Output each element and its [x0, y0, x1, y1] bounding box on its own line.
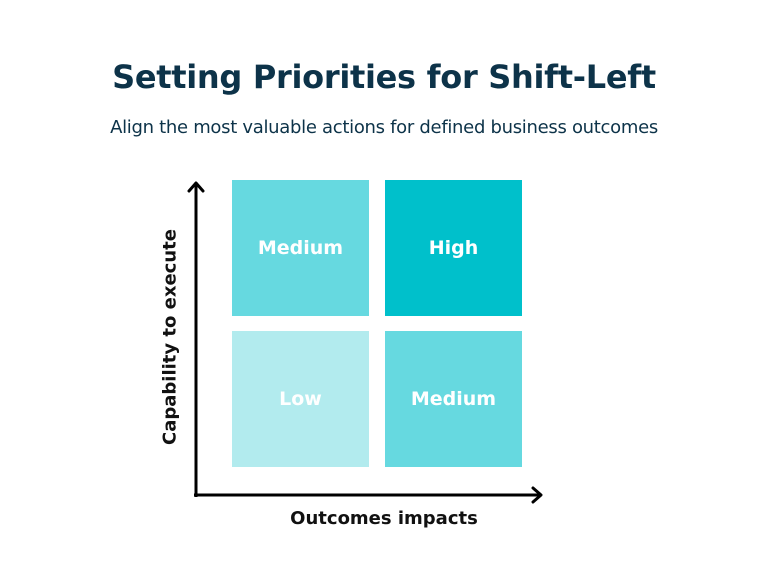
- quadrant-label: Medium: [257, 237, 344, 259]
- page-subtitle: Align the most valuable actions for defi…: [110, 117, 658, 138]
- y-axis-label: Capability to execute: [159, 229, 181, 445]
- quadrant-top-right: High: [385, 180, 522, 316]
- quadrant-bottom-left: Low: [232, 331, 369, 467]
- quadrant-label: Low: [279, 388, 322, 410]
- quadrant-bottom-right: Medium: [385, 331, 522, 467]
- page-title: Setting Priorities for Shift-Left: [112, 58, 656, 96]
- x-axis-arrow-icon: [194, 486, 543, 504]
- quadrant-label: High: [428, 237, 479, 259]
- quadrant-label: Medium: [410, 388, 497, 410]
- quadrant-top-left: Medium: [232, 180, 369, 316]
- x-axis-label: Outcomes impacts: [290, 508, 478, 529]
- y-axis-arrow-icon: [187, 181, 205, 497]
